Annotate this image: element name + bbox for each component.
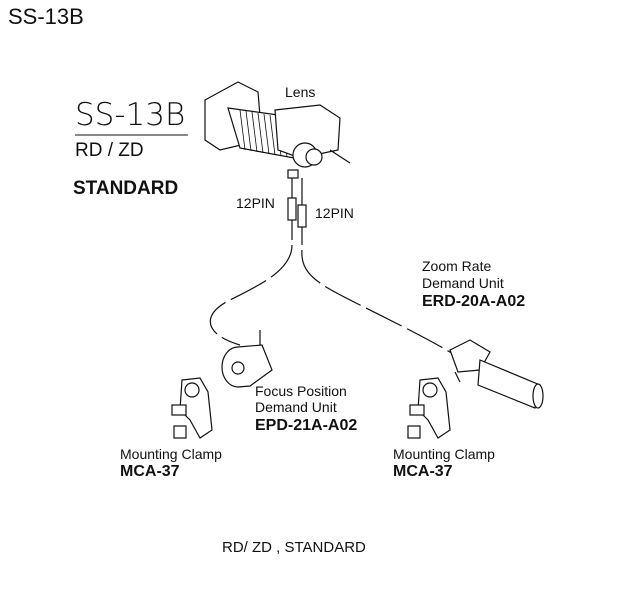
connector-label-right: 12PIN bbox=[315, 205, 354, 221]
clamp-left-label: Mounting Clamp bbox=[120, 446, 222, 462]
system-name: SS-13B bbox=[75, 97, 186, 133]
caption: RD/ ZD , STANDARD bbox=[222, 539, 366, 556]
focus-demand-unit bbox=[221, 330, 273, 388]
zoom-unit-model: ERD-20A-A02 bbox=[422, 293, 526, 310]
zoom-unit-line1: Zoom Rate bbox=[422, 258, 492, 274]
focus-unit-model: EPD-21A-A02 bbox=[255, 417, 358, 434]
focus-unit-line2: Demand Unit bbox=[255, 399, 337, 415]
lens-label: Lens bbox=[285, 84, 316, 100]
cable-12pin-left bbox=[287, 178, 297, 240]
clamp-right-illustration bbox=[407, 377, 451, 439]
cable-to-zoom-unit bbox=[301, 249, 456, 356]
clamp-right-label: Mounting Clamp bbox=[393, 446, 495, 462]
page-title: SS-13B bbox=[8, 4, 84, 29]
system-variant: RD / ZD bbox=[75, 140, 144, 161]
cable-12pin-right bbox=[297, 178, 307, 245]
clamp-right-model: MCA-37 bbox=[393, 463, 453, 480]
clamp-left-model: MCA-37 bbox=[120, 463, 180, 480]
focus-unit-line1: Focus Position bbox=[255, 383, 347, 399]
system-type: STANDARD bbox=[73, 178, 179, 199]
cable-to-focus-unit bbox=[209, 244, 293, 346]
lens-illustration bbox=[204, 81, 351, 179]
zoom-demand-unit bbox=[449, 339, 544, 409]
zoom-unit-line2: Demand Unit bbox=[422, 275, 504, 291]
connector-label-left: 12PIN bbox=[236, 195, 275, 211]
clamp-left-illustration bbox=[171, 377, 213, 439]
